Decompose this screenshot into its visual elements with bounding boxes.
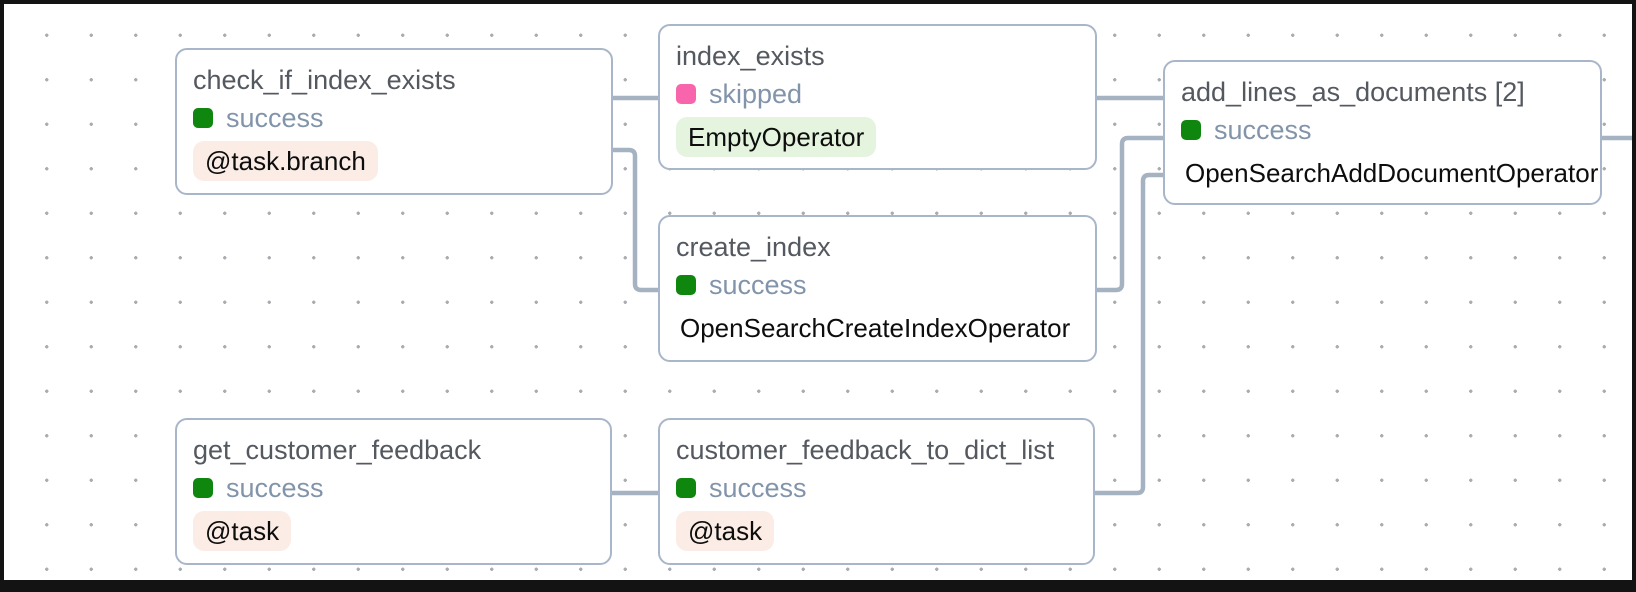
task-title: index_exists xyxy=(676,41,825,71)
task-state-square-icon xyxy=(1181,120,1201,140)
operator-badge: @task xyxy=(193,511,292,551)
task-state-square-icon xyxy=(193,478,213,498)
task-node-check_if_index_exists[interactable]: check_if_index_exists success @task.bran… xyxy=(175,48,613,195)
task-status-row: success xyxy=(676,472,1077,503)
edge-check_if_index_exists-to-create_index xyxy=(612,147,658,293)
dag-graph-canvas[interactable]: check_if_index_exists success @task.bran… xyxy=(4,4,1632,580)
task-status-row: success xyxy=(676,269,1079,300)
task-state-square-icon xyxy=(676,478,696,498)
task-state-label: success xyxy=(226,102,324,133)
task-node-create_index[interactable]: create_index success OpenSearchCreateInd… xyxy=(658,215,1097,362)
task-state-label: success xyxy=(226,472,324,503)
task-node-add_lines_as_documents[interactable]: add_lines_as_documents [2] success OpenS… xyxy=(1163,60,1602,205)
task-state-label: success xyxy=(1214,114,1312,145)
edge-customer_feedback_to_dict_list-to-add_lines_as_documents xyxy=(1095,172,1163,496)
operator-badge: EmptyOperator xyxy=(676,117,877,157)
operator-badge: @task.branch xyxy=(193,141,378,181)
task-status-row: success xyxy=(193,102,595,133)
task-title: get_customer_feedback xyxy=(193,435,482,465)
task-node-index_exists[interactable]: index_exists skipped EmptyOperator xyxy=(658,24,1097,170)
task-state-label: success xyxy=(709,472,807,503)
task-state-square-icon xyxy=(193,108,213,128)
task-title: create_index xyxy=(676,232,831,262)
operator-badge: @task xyxy=(676,511,775,551)
task-status-row: success xyxy=(193,472,594,503)
task-state-label: skipped xyxy=(709,78,803,109)
task-status-row: success xyxy=(1181,114,1584,145)
operator-badge: OpenSearchAddDocumentOperator xyxy=(1185,158,1599,188)
task-title: customer_feedback_to_dict_list xyxy=(676,435,1055,465)
task-title: add_lines_as_documents [2] xyxy=(1181,77,1525,107)
task-state-label: success xyxy=(709,269,807,300)
dag-edges-layer xyxy=(612,95,1632,496)
task-status-row: skipped xyxy=(676,78,1079,109)
edge-create_index-to-add_lines_as_documents xyxy=(1097,135,1163,293)
operator-badge: OpenSearchCreateIndexOperator xyxy=(680,313,1071,343)
task-title: check_if_index_exists xyxy=(193,65,456,95)
task-node-get_customer_feedback[interactable]: get_customer_feedback success @task xyxy=(175,418,612,565)
task-state-square-icon xyxy=(676,275,696,295)
task-node-customer_feedback_to_dict_list[interactable]: customer_feedback_to_dict_list success @… xyxy=(658,418,1095,565)
task-state-square-icon xyxy=(676,84,696,104)
